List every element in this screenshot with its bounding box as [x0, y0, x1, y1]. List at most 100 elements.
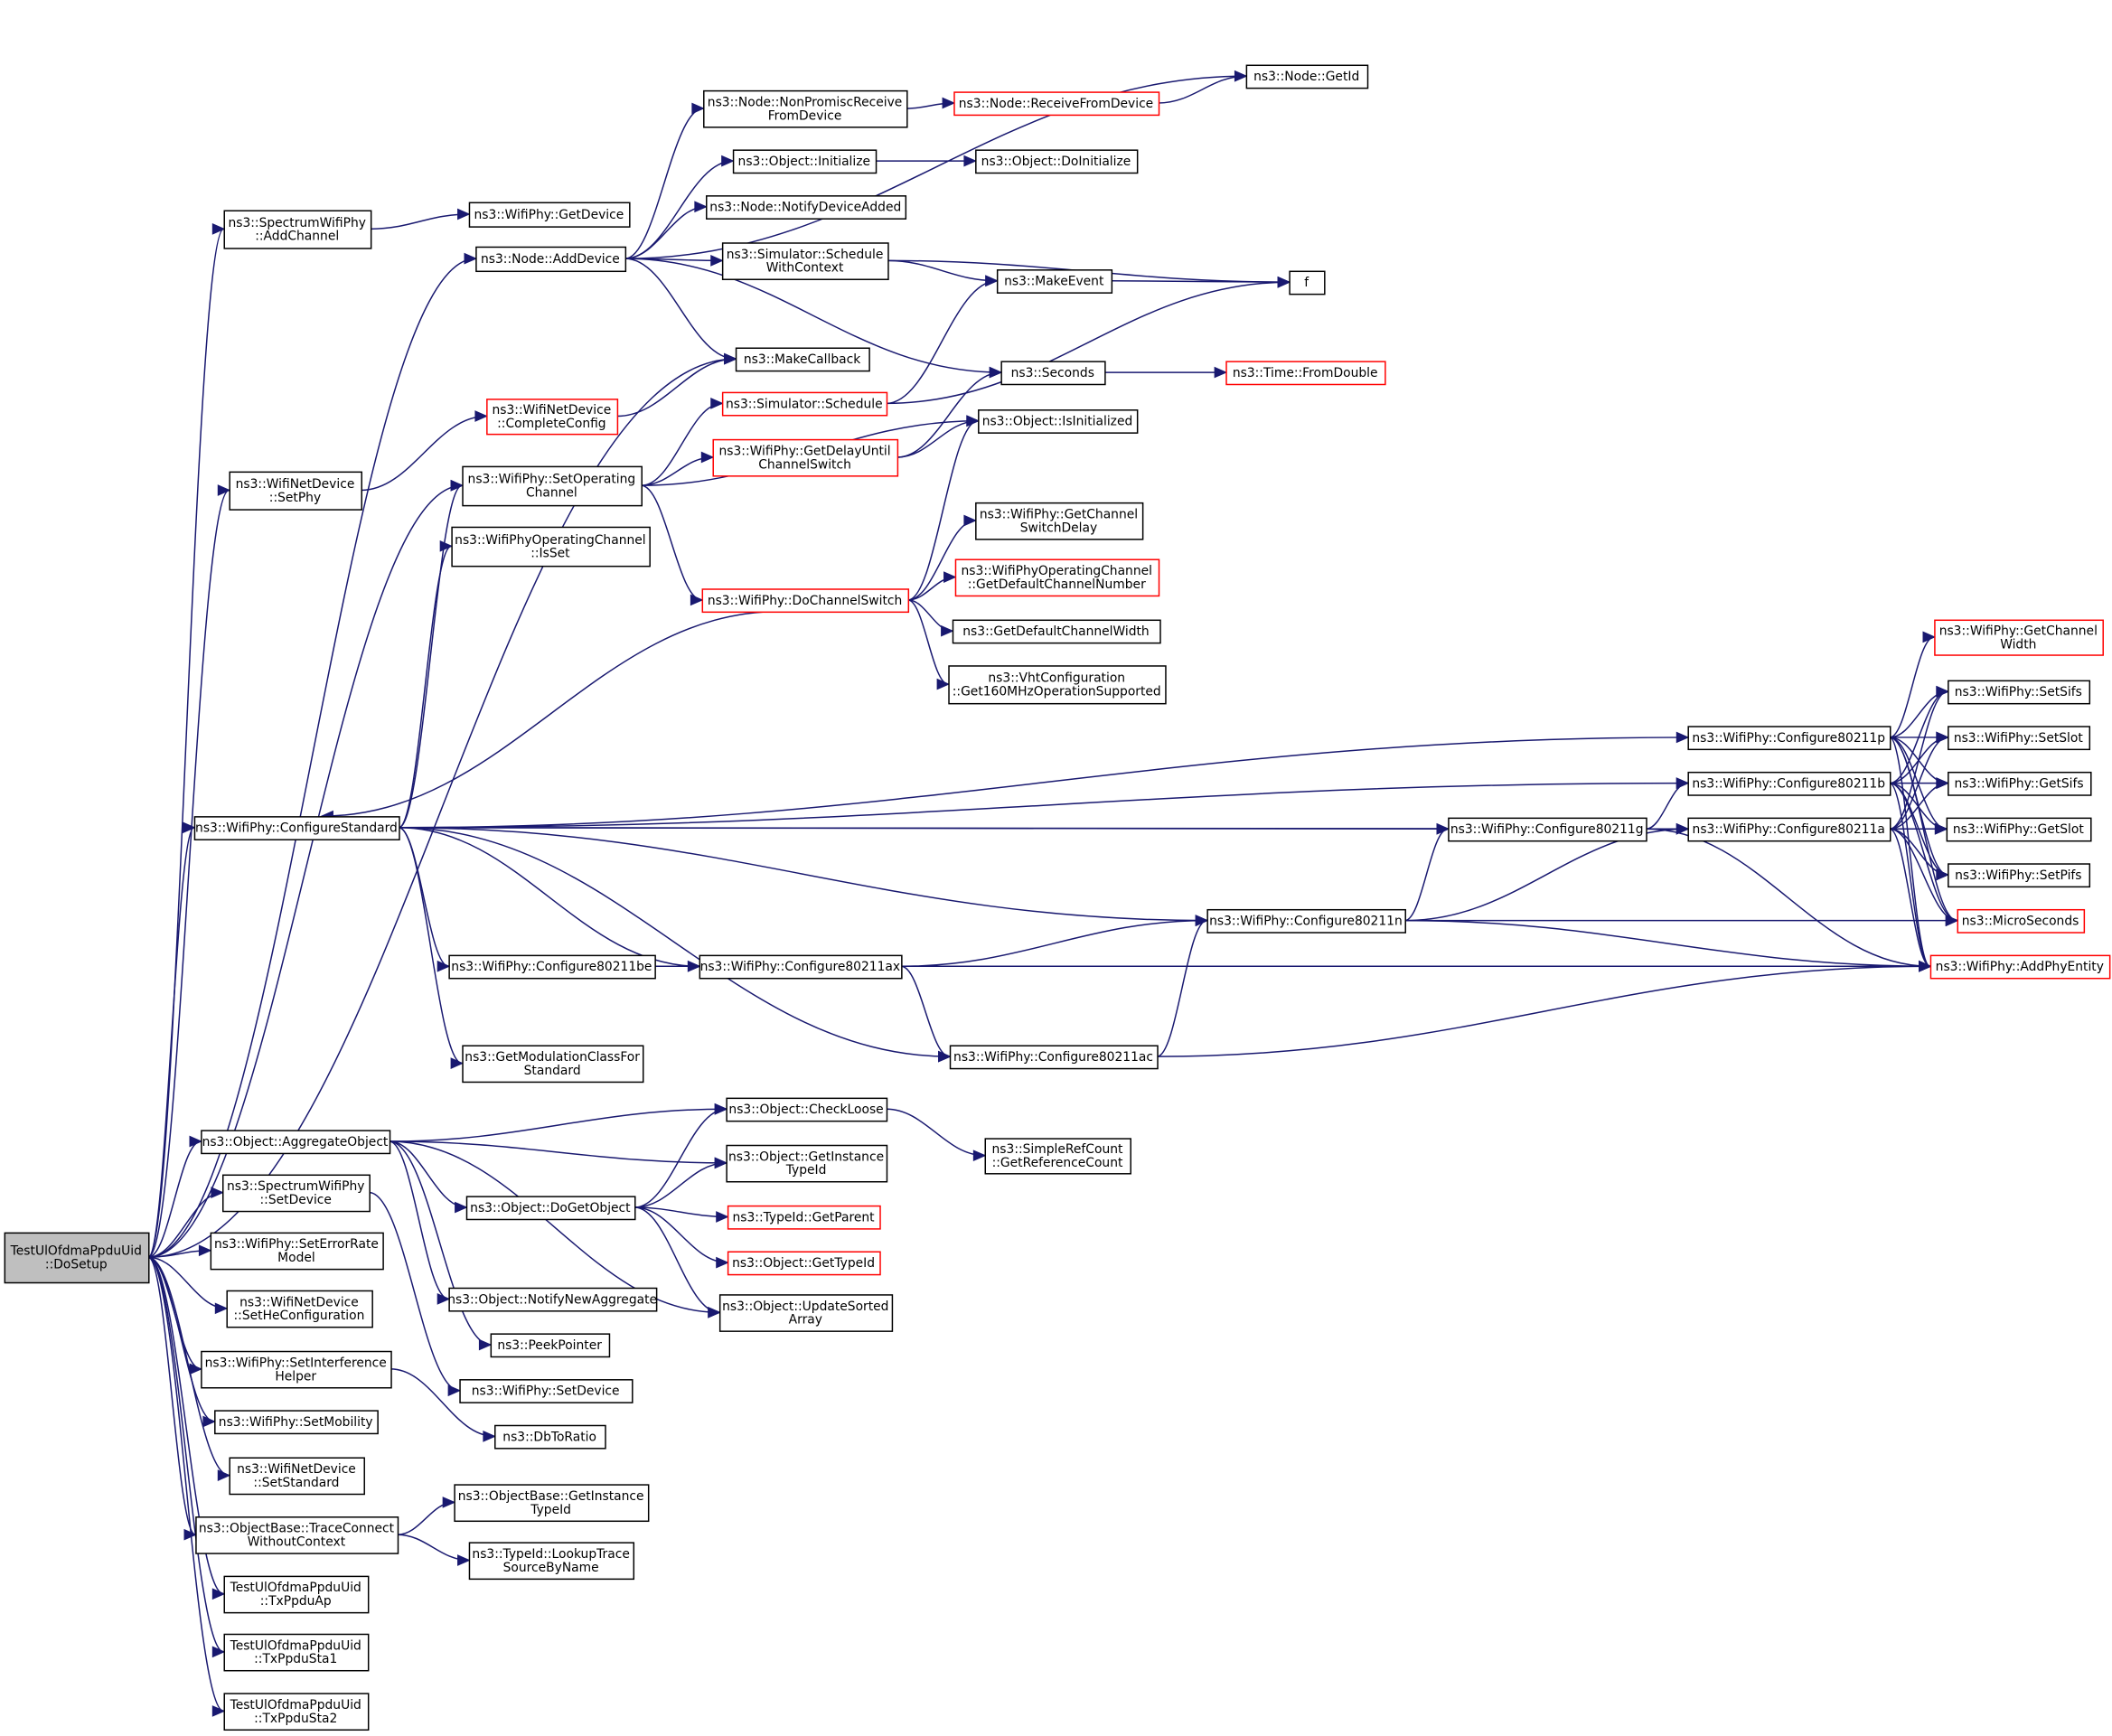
edge-line — [147, 1256, 224, 1653]
node-label: ns3::Object::IsInitialized — [982, 415, 1133, 429]
graph-node-add-channel[interactable]: ns3::SpectrumWifiPhy::AddChannel — [223, 210, 372, 249]
graph-node-make-callback[interactable]: ns3::MakeCallback — [735, 347, 870, 372]
graph-node-add-phy-entity[interactable]: ns3::WifiPhy::AddPhyEntity — [1929, 954, 2111, 980]
node-box — [1948, 680, 2091, 705]
node-label: ns3::ObjectBase::GetInstance — [458, 1489, 644, 1504]
graph-node-get-id[interactable]: ns3::Node::GetId — [1245, 64, 1369, 89]
graph-node-aggregate[interactable]: ns3::Object::AggregateObject — [201, 1130, 391, 1155]
graph-node-cfg-std[interactable]: ns3::WifiPhy::ConfigureStandard — [193, 816, 400, 840]
graph-node-set-mobility[interactable]: ns3::WifiPhy::SetMobility — [214, 1410, 379, 1435]
graph-node-notify-device-added[interactable]: ns3::Node::NotifyDeviceAdded — [706, 195, 907, 220]
node-box — [468, 1542, 635, 1581]
graph-node-cfg-b[interactable]: ns3::WifiPhy::Configure80211b — [1687, 771, 1891, 796]
graph-node-set-slot[interactable]: ns3::WifiPhy::SetSlot — [1948, 726, 2091, 751]
graph-node-vht160[interactable]: ns3::VhtConfiguration::Get160MHzOperatio… — [948, 665, 1167, 705]
edge-set-interference-to-db-to-ratio — [390, 1368, 496, 1442]
node-box — [223, 1693, 370, 1731]
graph-node-notify-new-agg[interactable]: ns3::Object::NotifyNewAggregate — [447, 1287, 658, 1312]
graph-node-cfg-n[interactable]: ns3::WifiPhy::Configure80211n — [1206, 908, 1406, 934]
graph-node-set-sifs[interactable]: ns3::WifiPhy::SetSifs — [1948, 680, 2091, 705]
graph-node-is-initialized[interactable]: ns3::Object::IsInitialized — [978, 409, 1139, 434]
graph-node-get-sifs[interactable]: ns3::WifiPhy::GetSifs — [1948, 771, 2092, 796]
graph-node-receive-from-device[interactable]: ns3::Node::ReceiveFromDevice — [953, 91, 1160, 117]
graph-node-f[interactable]: f — [1289, 270, 1326, 296]
graph-node-get-type-id[interactable]: ns3::Object::GetTypeId — [727, 1251, 881, 1276]
graph-node-seconds[interactable]: ns3::Seconds — [1000, 361, 1106, 386]
graph-node-tx-ppdu-sta2[interactable]: TestUlOfdmaPpduUid::TxPpduSta2 — [223, 1693, 370, 1731]
arrowhead-icon — [724, 352, 737, 365]
graph-node-cfg-ax[interactable]: ns3::WifiPhy::Configure80211ax — [699, 954, 903, 980]
edge-line — [398, 827, 463, 1065]
graph-node-cfg-ac[interactable]: ns3::WifiPhy::Configure80211ac — [949, 1045, 1159, 1070]
graph-node-wifi-set-device[interactable]: ns3::WifiPhy::SetDevice — [459, 1379, 634, 1403]
edge-line — [641, 484, 702, 601]
graph-node-obj-initialize[interactable]: ns3::Object::Initialize — [732, 149, 878, 174]
graph-node-tx-ppdu-ap[interactable]: TestUlOfdmaPpduUid::TxPpduAp — [223, 1575, 370, 1614]
graph-node-get-parent[interactable]: ns3::TypeId::GetParent — [727, 1205, 881, 1230]
graph-node-get-def-ch-width[interactable]: ns3::GetDefaultChannelWidth — [952, 619, 1161, 644]
graph-node-cfg-be[interactable]: ns3::WifiPhy::Configure80211be — [448, 954, 656, 980]
edge-line — [886, 281, 1290, 405]
node-label: WithContext — [766, 261, 844, 276]
arrowhead-icon — [972, 1150, 987, 1162]
graph-node-root[interactable]: TestUlOfdmaPpduUid::DoSetup — [4, 1232, 150, 1284]
edge-obj-initialize-to-do-initialize — [875, 155, 977, 167]
edge-line — [886, 1108, 985, 1157]
graph-node-make-event[interactable]: ns3::MakeEvent — [996, 269, 1113, 294]
graph-node-do-initialize[interactable]: ns3::Object::DoInitialize — [975, 149, 1139, 174]
graph-node-do-get-object[interactable]: ns3::Object::DoGetObject — [465, 1196, 636, 1221]
graph-node-cfg-a[interactable]: ns3::WifiPhy::Configure80211a — [1687, 817, 1891, 842]
graph-node-from-double[interactable]: ns3::Time::FromDouble — [1225, 361, 1386, 386]
graph-node-tx-ppdu-sta1[interactable]: TestUlOfdmaPpduUid::TxPpduSta1 — [223, 1633, 370, 1672]
graph-node-set-pifs[interactable]: ns3::WifiPhy::SetPifs — [1948, 863, 2091, 888]
node-label: ns3::WifiPhy::SetPifs — [1955, 868, 2081, 883]
graph-node-get-device[interactable]: ns3::WifiPhy::GetDevice — [468, 202, 631, 228]
node-label: TypeId — [530, 1503, 571, 1517]
edge-line — [147, 489, 230, 1258]
graph-node-trace-connect[interactable]: ns3::ObjectBase::TraceConnectWithoutCont… — [195, 1516, 399, 1554]
graph-node-set-he-config[interactable]: ns3::WifiNetDevice::SetHeConfiguration — [226, 1290, 373, 1328]
node-label: ns3::WifiPhy::GetDevice — [474, 208, 624, 222]
graph-node-is-set[interactable]: ns3::WifiPhyOperatingChannel::IsSet — [451, 526, 651, 568]
edge-root-to-trace-connect — [147, 1256, 198, 1541]
graph-node-get-slot[interactable]: ns3::WifiPhy::GetSlot — [1946, 817, 2092, 842]
graph-node-spec-set-device[interactable]: ns3::SpectrumWifiPhy::SetDevice — [222, 1174, 371, 1213]
arrowhead-icon — [1214, 366, 1228, 379]
graph-node-complete-config[interactable]: ns3::WifiNetDevice::CompleteConfig — [486, 399, 619, 436]
edge-line — [389, 1140, 449, 1300]
graph-node-add-device[interactable]: ns3::Node::AddDevice — [475, 246, 627, 273]
edge-line — [900, 965, 950, 1057]
graph-node-schedule[interactable]: ns3::Simulator::Schedule — [721, 391, 888, 417]
graph-node-db-to-ratio[interactable]: ns3::DbToRatio — [494, 1424, 606, 1450]
graph-node-check-loose[interactable]: ns3::Object::CheckLoose — [726, 1097, 888, 1122]
node-box — [706, 195, 907, 220]
graph-node-peek-pointer[interactable]: ns3::PeekPointer — [490, 1333, 611, 1358]
graph-node-do-channel-switch[interactable]: ns3::WifiPhy::DoChannelSwitch — [701, 588, 910, 614]
graph-node-micro-seconds[interactable]: ns3::MicroSeconds — [1957, 908, 2086, 934]
edge-line — [1111, 279, 1290, 283]
graph-node-get-ref-count[interactable]: ns3::SimpleRefCount::GetReferenceCount — [984, 1138, 1131, 1175]
graph-node-set-phy[interactable]: ns3::WifiNetDevice::SetPhy — [229, 471, 362, 511]
node-box — [201, 1130, 391, 1155]
edge-line — [399, 737, 1688, 829]
graph-node-get-def-ch-num[interactable]: ns3::WifiPhyOperatingChannel::GetDefault… — [954, 558, 1160, 597]
graph-node-cfg-p[interactable]: ns3::WifiPhy::Configure80211p — [1687, 726, 1891, 751]
edge-spec-set-device-to-wifi-set-device — [369, 1191, 462, 1397]
graph-node-set-standard[interactable]: ns3::WifiNetDevice::SetStandard — [229, 1457, 365, 1496]
arrowhead-icon — [217, 1469, 231, 1481]
edge-line — [616, 358, 736, 418]
graph-node-cfg-g[interactable]: ns3::WifiPhy::Configure80211g — [1448, 817, 1647, 842]
